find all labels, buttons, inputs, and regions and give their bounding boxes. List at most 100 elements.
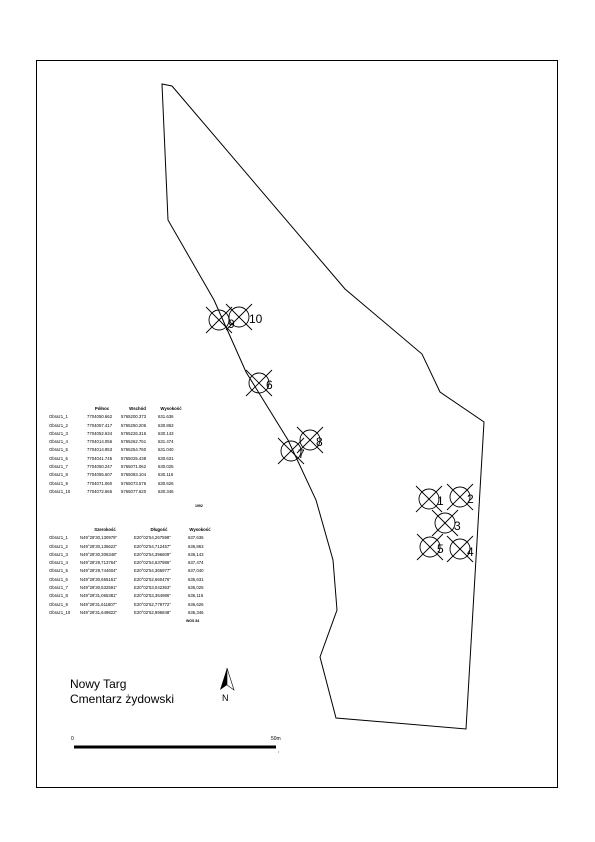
- table-cell: E20°02'54,267598": [134, 535, 171, 541]
- table-cell: Obraz1_8: [49, 472, 68, 478]
- table-row: Obraz1_9 N49°28'31,611807" E20°02'52,77977…: [47, 601, 214, 609]
- table-cell: 636,025: [188, 585, 204, 591]
- table-cell: Obraz1_7: [49, 585, 68, 591]
- marker-cross: [446, 535, 474, 563]
- table-cell: 630.116: [158, 472, 174, 478]
- table-cell: Obraz1_5: [49, 568, 68, 574]
- table-cell: Obraz1_9: [49, 601, 68, 607]
- table-header-cell: Długość: [150, 527, 168, 532]
- table-cell: Obraz1_1: [49, 414, 68, 420]
- table-cell: 5765200.373: [121, 414, 147, 420]
- table-cell: Obraz1_1: [49, 535, 68, 541]
- table-cell: 5765226.316: [121, 430, 147, 436]
- marker-circle: [418, 488, 440, 510]
- grave-marker: 10: [225, 303, 263, 331]
- table-cell: N49°28'30,532591": [80, 585, 118, 591]
- table-header-row: Szerokość Długość Wysokość: [47, 526, 214, 534]
- table-cell: 5765077.620: [121, 488, 147, 494]
- table-cell: N49°28'30,135622": [80, 543, 118, 549]
- marker-label: 2: [467, 492, 474, 506]
- table-cell: E20°02'54,637986": [134, 560, 171, 566]
- marker-cross: [296, 426, 324, 454]
- table-cell: Obraz1_9: [49, 480, 68, 486]
- table-header-cell: Wysokość: [189, 527, 211, 532]
- marker-circle: [299, 429, 321, 451]
- table-cell: N49°28'30,130979": [80, 535, 118, 541]
- grave-marker: 2: [446, 483, 474, 511]
- table-cell: 7704057.417: [87, 422, 113, 428]
- table-cell: E20°02'54,366977": [134, 568, 171, 574]
- table-cell: 5765025.438: [121, 455, 147, 461]
- scale-start-label: 0: [71, 736, 74, 742]
- table-header-row: Północ Wschód Wysokość: [47, 405, 186, 413]
- table-cell: 636,143: [188, 551, 204, 557]
- table-cell: Obraz1_10: [49, 609, 71, 615]
- table-cell: N49°28'29,744604": [80, 568, 118, 574]
- scale-end-label: 50m: [271, 736, 281, 742]
- table-cell: 637,474: [188, 560, 204, 566]
- table-cell: Obraz1_5: [49, 447, 68, 453]
- grave-marker: 7: [277, 437, 305, 465]
- table-cell: 630.143: [158, 430, 174, 436]
- table-cell: Obraz1_6: [49, 576, 68, 582]
- table-cell: Obraz1_6: [49, 455, 68, 461]
- table-cell: 630.025: [158, 464, 174, 470]
- table-row: Obraz1_5 7704014.953 5765254.760 631.040: [47, 446, 186, 454]
- marker-cross: [245, 369, 273, 397]
- table-cell: 636,626: [188, 601, 204, 607]
- table-cell: E20°02'52,660476": [134, 576, 171, 582]
- marker-cross: [225, 303, 253, 331]
- table-cell: 7704072.665: [87, 488, 113, 494]
- table-cell: 636,863: [188, 543, 204, 549]
- marker-cross: [415, 485, 443, 513]
- table-cell: 7704014.953: [87, 447, 113, 453]
- table-row: Obraz1_5 N49°28'29,744604" E20°02'54,36697…: [47, 567, 214, 575]
- table-cell: 631.474: [158, 439, 174, 445]
- table-cell: 631.040: [158, 447, 174, 453]
- table-cell: 631.636: [158, 414, 174, 420]
- table-cell: Obraz1_8: [49, 593, 68, 599]
- table-body: Obraz1_1 N49°28'30,130979" E20°02'54,26759…: [47, 534, 214, 617]
- marker-cross: [205, 306, 233, 334]
- grave-marker: 8: [296, 426, 324, 454]
- table-row: Obraz1_6 N49°28'30,655161" E20°02'52,66047…: [47, 576, 214, 584]
- table-header-cell: Wschód: [129, 406, 146, 411]
- table-cell: 5765083.104: [121, 472, 147, 478]
- table-header-cell: Wysokość: [160, 406, 182, 411]
- table-cell: N49°28'31,611807": [80, 601, 117, 607]
- table-cell: Obraz1_4: [49, 560, 68, 566]
- table-cell: E20°02'52,779772": [134, 601, 171, 607]
- table-cell: Obraz1_7: [49, 464, 68, 470]
- table-cell: N49°28'30,306348": [80, 551, 118, 557]
- table-cell: 7704041.745: [87, 455, 113, 461]
- marker-circle: [449, 486, 471, 508]
- crs-label-1992: 1992: [195, 504, 203, 508]
- table-cell: E20°02'54,396609": [134, 551, 171, 557]
- table-cell: N49°28'30,655161": [80, 576, 118, 582]
- table-cell: 630.631: [158, 455, 174, 461]
- table-header-cell: [47, 405, 85, 413]
- table-header-cell: [47, 526, 78, 534]
- grave-marker: 5: [416, 533, 444, 561]
- table-cell: 7704050.247: [87, 464, 113, 470]
- table-cell: 630.626: [158, 480, 174, 486]
- grave-marker: 1: [415, 485, 444, 513]
- marker-circle: [248, 372, 270, 394]
- table-cell: 5765073.576: [121, 480, 147, 486]
- north-arrow-icon: [220, 667, 235, 691]
- table-cell: 5765254.760: [121, 447, 147, 453]
